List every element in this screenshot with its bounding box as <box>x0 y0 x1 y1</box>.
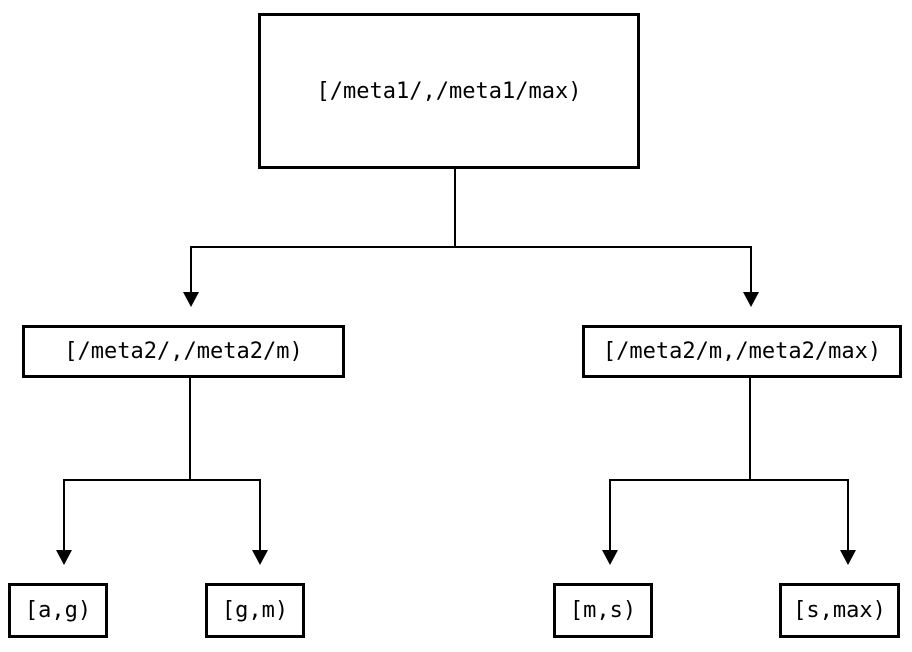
node-meta2-low-range: [/meta2/,/meta2/m) <box>22 325 345 378</box>
connector-root-branch <box>190 246 752 248</box>
connector-root-drop-left <box>190 246 192 293</box>
connector-root-stem <box>454 169 456 248</box>
arrowhead-to-leaf-a-g <box>56 550 72 565</box>
arrowhead-to-leaf-m-s <box>602 550 618 565</box>
connector-right-stem <box>749 378 751 481</box>
connector-left-drop-gm <box>259 479 261 551</box>
connector-left-stem <box>189 378 191 481</box>
node-leaf-a-g: [a,g) <box>8 583 108 638</box>
connector-right-drop-ms <box>609 479 611 551</box>
arrowhead-to-meta2-high <box>743 292 759 307</box>
node-meta2-high-range: [/meta2/m,/meta2/max) <box>582 325 902 378</box>
node-meta1-range: [/meta1/,/meta1/max) <box>258 13 640 169</box>
node-leaf-m-s: [m,s) <box>553 583 653 638</box>
connector-left-drop-ag <box>63 479 65 551</box>
connector-root-drop-right <box>750 246 752 293</box>
node-leaf-g-m: [g,m) <box>205 583 305 638</box>
node-leaf-s-max: [s,max) <box>779 583 900 638</box>
connector-right-drop-smax <box>847 479 849 551</box>
connector-left-branch <box>63 479 261 481</box>
arrowhead-to-leaf-g-m <box>252 550 268 565</box>
arrowhead-to-leaf-s-max <box>840 550 856 565</box>
arrowhead-to-meta2-low <box>183 292 199 307</box>
connector-right-branch <box>609 479 849 481</box>
